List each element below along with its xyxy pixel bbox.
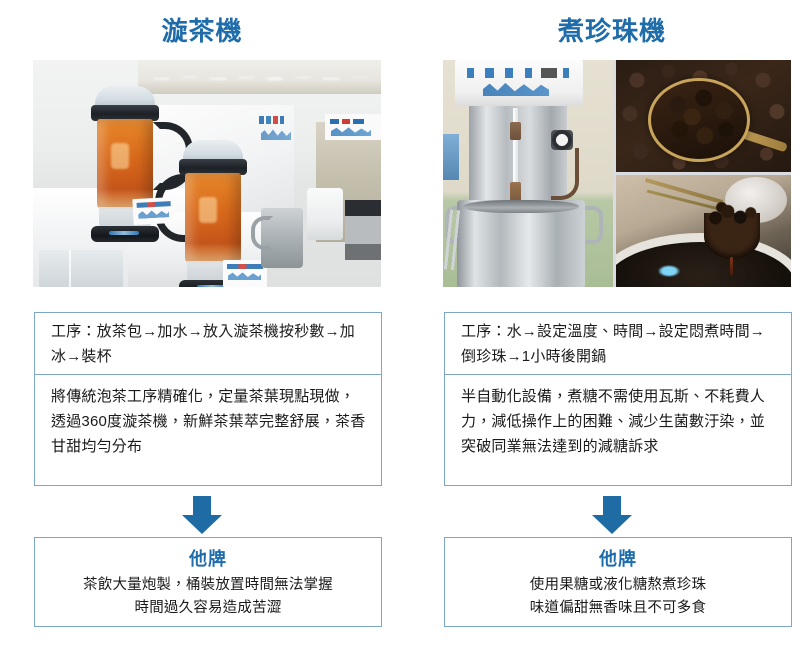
pitcher-base-unit bbox=[91, 226, 159, 242]
competitor-title-right: 他牌 bbox=[599, 549, 637, 569]
brand-logo bbox=[259, 116, 294, 146]
competitor-line: 時間過久容易造成苦澀 bbox=[134, 600, 282, 616]
white-jar bbox=[307, 188, 343, 240]
shelf-cups bbox=[143, 62, 378, 90]
pitcher-collar bbox=[179, 159, 247, 175]
syrup-drip bbox=[730, 257, 733, 275]
arrow-down-icon-left bbox=[174, 496, 230, 534]
competitor-line: 茶飲大量炮製，桶裝放置時間無法掌握 bbox=[83, 577, 333, 593]
brand-logo bbox=[483, 82, 549, 96]
column-pearl-cooking-machine: 煮珍珠機 bbox=[422, 0, 802, 646]
control-panel bbox=[455, 60, 583, 106]
column-title-right: 煮珍珠機 bbox=[557, 16, 666, 46]
competitor-line: 味道偏甜無香味且不可多食 bbox=[529, 600, 707, 616]
competitor-body-left: 茶飲大量炮製，桶裝放置時間無法掌握 時間過久容易造成苦澀 bbox=[47, 574, 369, 620]
photo-pearl-cooking-machine bbox=[443, 60, 791, 287]
back-equipment bbox=[345, 200, 381, 260]
foreground-glasses bbox=[39, 250, 123, 287]
photo-pearls-in-scoop bbox=[616, 60, 791, 172]
competitor-body-right: 使用果糖或液化糖熬煮珍珠 味道偏甜無香味且不可多食 bbox=[457, 574, 779, 620]
stainless-pot bbox=[457, 200, 585, 287]
process-text-left: 工序：放茶包→加水→放入漩茶機按秒數→加冰→裝杯 bbox=[51, 323, 356, 365]
pitcher-tea bbox=[185, 173, 241, 263]
photo-tea-swirl-machine bbox=[33, 60, 381, 287]
metal-pitcher bbox=[251, 208, 303, 268]
competitor-box-left: 他牌 茶飲大量炮製，桶裝放置時間無法掌握 時間過久容易造成苦澀 bbox=[34, 537, 382, 627]
photo-strainer-lifting-pearls bbox=[616, 175, 791, 287]
photo-tea-machines bbox=[33, 60, 381, 287]
hose bbox=[551, 148, 579, 200]
gold-scoop-with-pearls bbox=[648, 78, 750, 162]
column-title-left: 漩茶機 bbox=[161, 16, 243, 46]
tea-pitcher-front bbox=[155, 140, 247, 287]
photo-stack-right bbox=[616, 60, 791, 287]
brand-card-a bbox=[132, 196, 176, 226]
side-brand-card bbox=[325, 114, 381, 140]
wall-device bbox=[443, 134, 459, 180]
pitcher-collar bbox=[91, 105, 159, 121]
competitor-line: 使用果糖或液化糖熬煮珍珠 bbox=[529, 577, 707, 593]
info-boxes-right: 工序：水→設定溫度、時間→設定悶煮時間→倒珍珠→1小時後開鍋 半自動化設備，煮糖… bbox=[444, 312, 792, 486]
pearl-pile bbox=[706, 201, 758, 227]
benefit-text-left: 將傳統泡茶工序精確化，定量茶葉現點現做，透過360度漩茶機，新鮮茶葉萃完整舒展，… bbox=[35, 374, 381, 485]
pot-handle-right bbox=[577, 206, 603, 244]
process-text-right: 工序：水→設定溫度、時間→設定悶煮時間→倒珍珠→1小時後開鍋 bbox=[461, 323, 766, 365]
dispense-tube bbox=[510, 108, 521, 202]
pitcher-lid bbox=[183, 140, 243, 162]
info-boxes-left: 工序：放茶包→加水→放入漩茶機按秒數→加冰→裝杯 將傳統泡茶工序精確化，定量茶葉… bbox=[34, 312, 382, 486]
blue-flame bbox=[658, 265, 680, 277]
brand-card-b bbox=[223, 260, 267, 287]
competitor-title-left: 他牌 bbox=[189, 549, 227, 569]
control-panel-icons bbox=[467, 68, 571, 78]
benefit-text-right: 半自動化設備，煮糖不需使用瓦斯、不耗費人力，減低操作上的困難、減少生菌數汙染，並… bbox=[445, 374, 791, 485]
competitor-box-right: 他牌 使用果糖或液化糖熬煮珍珠 味道偏甜無香味且不可多食 bbox=[444, 537, 792, 627]
pressure-gauge bbox=[551, 130, 573, 150]
column-tea-swirl-machine: 漩茶機 bbox=[12, 0, 392, 646]
arrow-down-icon-right bbox=[584, 496, 640, 534]
pitcher-lid bbox=[95, 86, 155, 108]
pitcher-base-unit bbox=[179, 280, 247, 287]
photo-pearl-cooker bbox=[443, 60, 613, 287]
pitcher-tea bbox=[97, 119, 153, 209]
